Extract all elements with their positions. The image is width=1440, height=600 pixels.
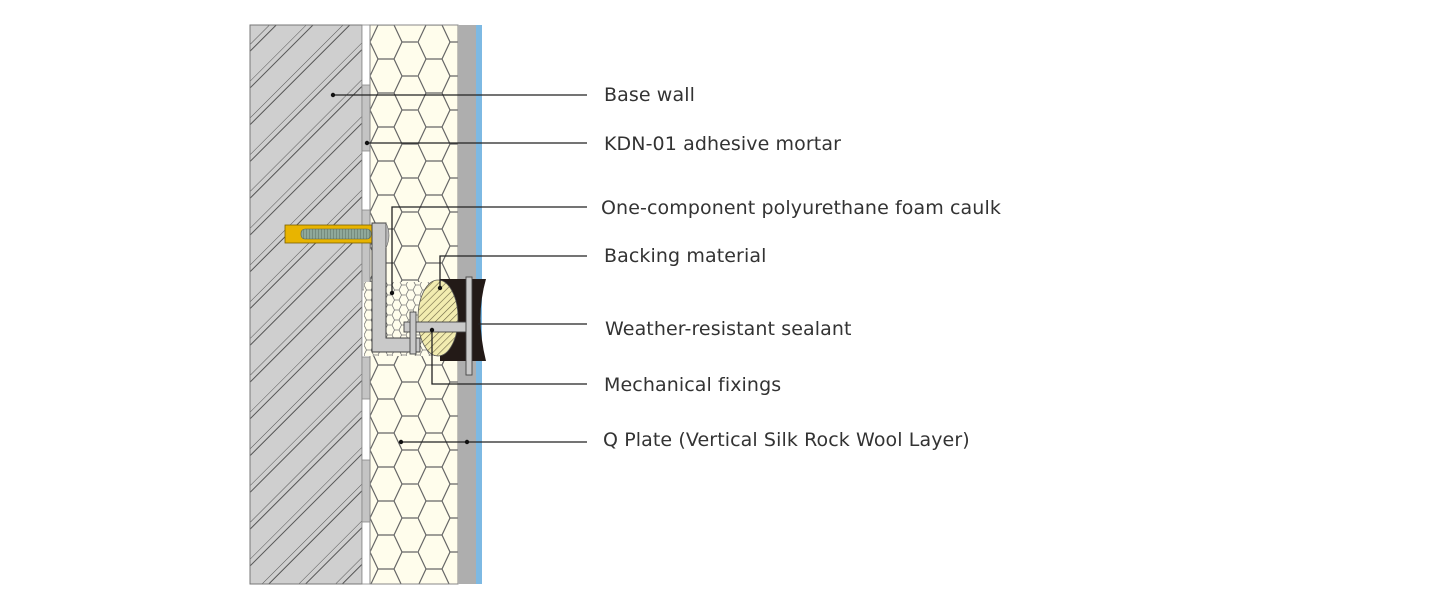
label-mechanical-fixings: Mechanical fixings: [604, 374, 782, 396]
leader-lines: [333, 94, 587, 443]
label-foam-caulk: One-component polyurethane foam caulk: [601, 197, 1001, 219]
leader-dots: [330, 92, 470, 445]
leader-fixings: [431, 330, 587, 385]
label-sealant: Weather-resistant sealant: [605, 318, 852, 340]
anchor-bolt: [284, 224, 376, 244]
leader-foam-caulk: [391, 206, 587, 293]
fixing-washer-outer: [465, 276, 473, 376]
label-backing-material: Backing material: [604, 245, 767, 267]
label-q-plate: Q Plate (Vertical Silk Rock Wool Layer): [603, 429, 970, 451]
base-wall-layer: [249, 24, 363, 585]
leader-backing: [439, 255, 587, 288]
bracket-wedge: [385, 222, 390, 249]
label-adhesive-mortar: KDN-01 adhesive mortar: [604, 133, 842, 155]
fixing-washer-inner: [409, 311, 417, 355]
label-base-wall: Base wall: [604, 84, 695, 106]
backing-rod: [417, 279, 459, 357]
